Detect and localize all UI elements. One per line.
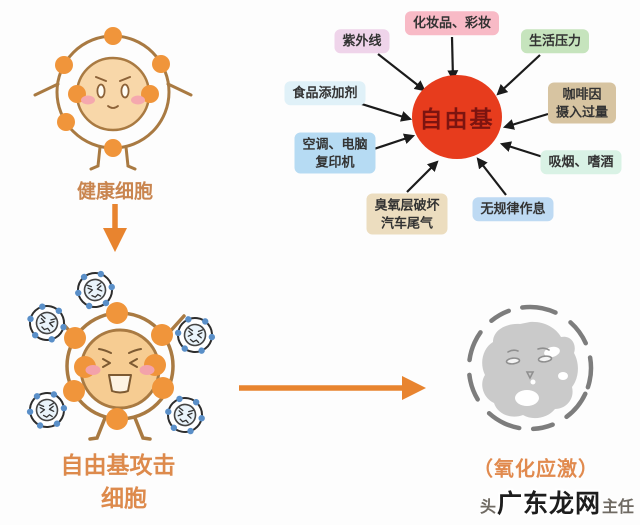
factor-aircon-line1: 空调、电脑 <box>302 136 368 152</box>
healthy-face <box>81 76 145 109</box>
healthy-cell-illustration <box>33 27 193 171</box>
factor-aircon-computer: 空调、电脑 复印机 <box>294 132 376 174</box>
factor-ozone-exhaust: 臭氧层破坏 汽车尾气 <box>366 193 448 235</box>
damaged-cell-illustration <box>466 304 594 432</box>
free-radical-attacker <box>22 299 72 347</box>
factor-ozone-line1: 臭氧层破坏 <box>374 197 440 213</box>
electron-dots <box>55 27 170 157</box>
factor-caffeine: 咖啡因 摄入过量 <box>547 82 617 124</box>
factor-cosmetics: 化妆品、彩妆 <box>404 11 500 35</box>
factor-aircon-line2: 复印机 <box>315 154 355 169</box>
watermark-logo-text: 广东龙网 <box>497 490 602 518</box>
factor-food-additives: 食品添加剂 <box>284 81 366 105</box>
distressed-face <box>85 348 155 394</box>
factor-caffeine-line2: 摄入过量 <box>555 104 609 119</box>
free-radical-hub-label: 自由基 <box>419 106 495 132</box>
attack-label-line2: 细胞 <box>101 485 147 511</box>
factor-smoking-alcohol: 吸烟、嗜酒 <box>540 150 622 174</box>
free-radical-attacker <box>24 389 70 431</box>
watermark-right-fragment: 主任 <box>602 499 635 516</box>
factor-uv: 紫外线 <box>334 29 390 53</box>
weary-face <box>505 347 553 380</box>
oxidative-stress-label: （氧化应激） <box>473 458 599 481</box>
factor-ozone-line2: 汽车尾气 <box>380 215 434 230</box>
attacked-cell-illustration <box>54 302 186 441</box>
watermark-left-fragment: 头 <box>480 499 497 516</box>
healthy-cell-label: 健康细胞 <box>76 181 154 203</box>
watermark: 头 广东龙网 主任 <box>480 484 634 520</box>
free-radical-hub-circle <box>412 75 502 159</box>
attack-label-line1: 自由基攻击 <box>60 452 176 478</box>
free-radical-attacker <box>160 392 210 438</box>
factor-caffeine-line1: 咖啡因 <box>562 86 602 102</box>
factor-irregular-routine: 无规律作息 <box>472 197 554 221</box>
factor-life-stress: 生活压力 <box>520 29 590 53</box>
